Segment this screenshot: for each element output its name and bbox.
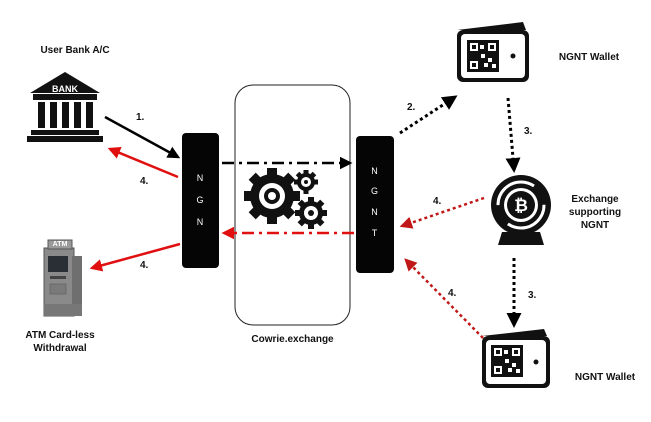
wallet-bottom-label: NGNT Wallet xyxy=(574,372,636,383)
arrow-ngn-to-bank xyxy=(107,147,179,179)
ngn-letter: N xyxy=(196,217,205,227)
step-label: 2. xyxy=(407,102,416,113)
wallet-bottom-icon xyxy=(482,329,550,388)
arrow-wallet-to-exchange xyxy=(505,97,521,173)
ngnt-letter: T xyxy=(371,228,379,238)
gears-icon xyxy=(244,168,327,229)
step-label: 1. xyxy=(136,112,145,123)
wallet-top-label: NGNT Wallet xyxy=(558,52,620,63)
ngnt-letter: N xyxy=(371,207,379,217)
ngnt-letter: G xyxy=(370,186,379,196)
arrow-ngnt-to-wallet xyxy=(399,95,458,135)
exchange-center-label: Cowrie.exchange xyxy=(251,334,334,345)
exchange-center-box xyxy=(234,84,351,326)
atm-sign-label: ATM xyxy=(52,241,68,248)
ngn-letter: G xyxy=(196,195,205,205)
bank-sign-label: BANK xyxy=(52,84,78,94)
ngnt-bar: N G N T xyxy=(356,136,394,273)
step-label: 3. xyxy=(528,290,537,301)
bank-icon xyxy=(27,72,103,142)
arrow-exchange-to-ngnt xyxy=(399,196,485,229)
step-label: 4. xyxy=(140,176,149,187)
svg-text:₿: ₿ xyxy=(514,196,528,215)
ngn-letter: N xyxy=(196,173,205,183)
atm-label: ATM Card-less Withdrawal xyxy=(25,330,95,354)
step-label: 4. xyxy=(433,196,442,207)
arrow-ngn-to-atm xyxy=(89,242,181,272)
step-label: 4. xyxy=(448,288,457,299)
atm-machine-icon xyxy=(43,239,82,317)
exchange-right-label: Exchange supporting NGNT xyxy=(568,194,622,231)
ngnt-letter: N xyxy=(371,166,379,176)
step-label: 3. xyxy=(524,126,533,137)
ngn-bar: N G N xyxy=(182,133,219,268)
bitcoin-exchange-icon: ₿ xyxy=(491,175,551,245)
arrow-wallet-to-ngnt xyxy=(404,258,484,339)
arrow-bank-to-ngn xyxy=(104,115,181,159)
step-label: 4. xyxy=(140,260,149,271)
user-bank-label: User Bank A/C xyxy=(40,45,110,56)
wallet-top-icon xyxy=(457,22,529,82)
